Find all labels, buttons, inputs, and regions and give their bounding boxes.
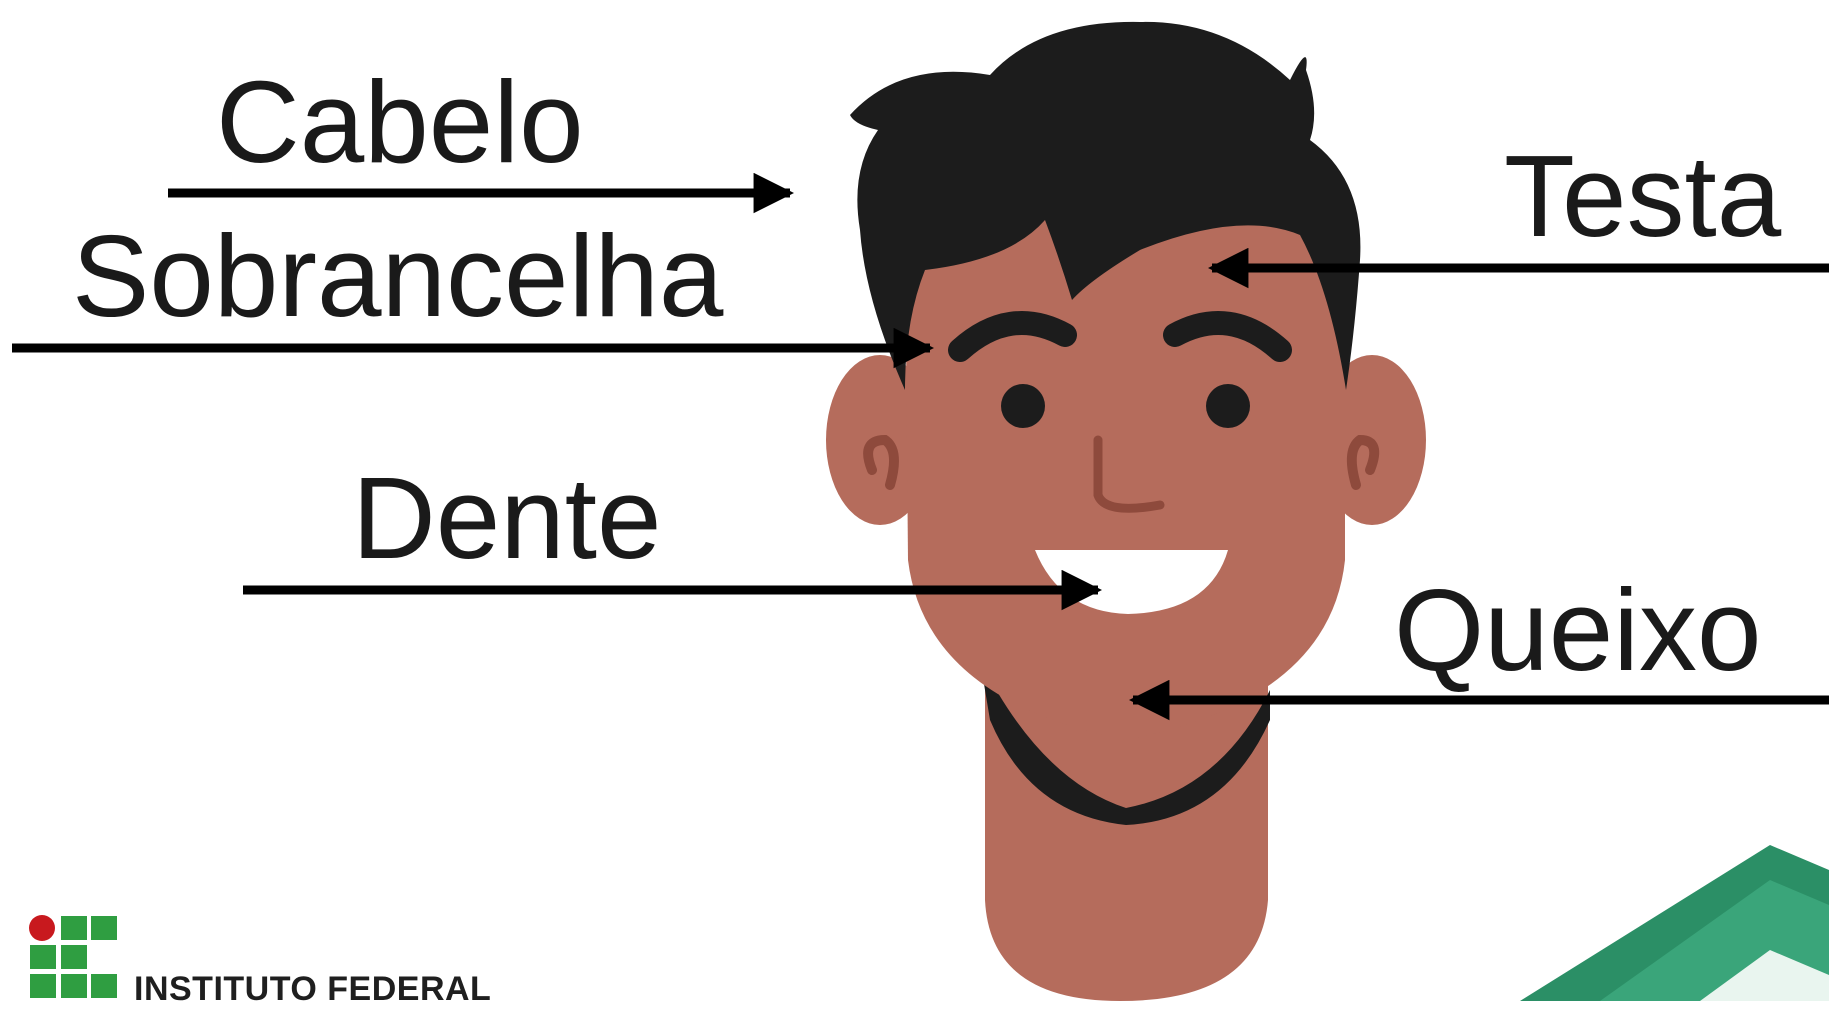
left-eye xyxy=(1001,384,1045,428)
institute-name: INSTITUTO FEDERAL xyxy=(134,970,492,1008)
right-ear-inner xyxy=(1346,434,1380,490)
label-dente: Dente xyxy=(352,453,662,583)
hair xyxy=(850,21,1361,391)
institute-logo-icon xyxy=(29,915,117,998)
beard xyxy=(980,660,1270,825)
nose xyxy=(1093,435,1165,513)
decorative-mountain xyxy=(1520,845,1829,1001)
label-testa: Testa xyxy=(1504,131,1782,261)
left-ear-inner xyxy=(863,434,899,490)
right-eyebrow xyxy=(1163,311,1292,362)
face xyxy=(905,160,1345,740)
arrows xyxy=(12,172,1829,721)
neck xyxy=(985,680,1268,1001)
label-queixo: Queixo xyxy=(1394,565,1762,695)
label-sobrancelha: Sobrancelha xyxy=(72,211,724,341)
label-cabelo: Cabelo xyxy=(216,57,584,187)
right-eye xyxy=(1206,384,1250,428)
left-eyebrow xyxy=(948,311,1077,362)
